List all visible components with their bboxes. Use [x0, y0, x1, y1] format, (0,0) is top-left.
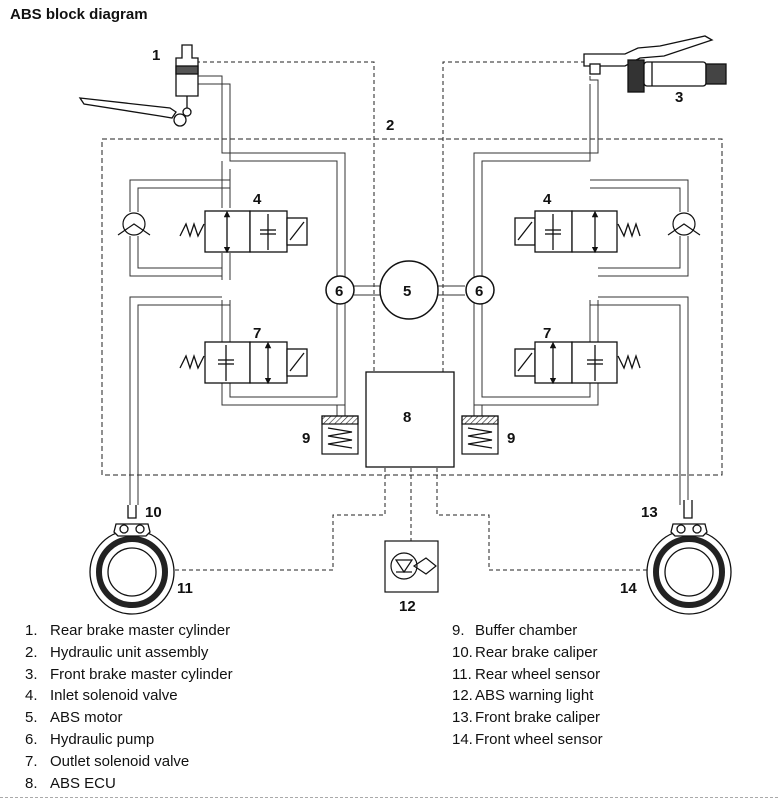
callout-8: 8 [403, 409, 411, 426]
callout-7-right: 7 [543, 325, 551, 342]
check-valve-left [117, 212, 151, 236]
callout-14: 14 [620, 580, 637, 597]
abs-motor [379, 260, 439, 320]
callout-6-right: 6 [475, 283, 483, 300]
callout-6-left: 6 [335, 283, 343, 300]
callout-13: 13 [641, 504, 658, 521]
outlet-solenoid-valve-right [514, 341, 641, 385]
callout-9-left: 9 [302, 430, 310, 447]
callout-4-right: 4 [543, 191, 552, 208]
check-valve-right [667, 212, 701, 236]
abs-ecu [365, 371, 455, 468]
legend-item: 8.ABS ECU [25, 774, 116, 792]
front-wheel-assembly [646, 500, 732, 615]
callout-12: 12 [399, 598, 416, 615]
inlet-solenoid-valve-right [514, 210, 641, 254]
legend-item: 7.Outlet solenoid valve [25, 752, 190, 770]
abs-warning-light [384, 540, 439, 593]
legend-item: 10.Rear brake caliper [452, 643, 598, 661]
legend-item: 2.Hydraulic unit assembly [25, 643, 209, 661]
legend-item: 4.Inlet solenoid valve [25, 687, 178, 705]
rear-wheel-assembly [89, 505, 175, 615]
legend-item: 9.Buffer chamber [452, 622, 578, 639]
hydraulic-unit-boundary [101, 138, 723, 476]
electrical-wiring [155, 61, 665, 571]
legend-item: 14.Front wheel sensor [452, 730, 603, 748]
outlet-solenoid-valve-left [179, 341, 308, 385]
page-title: ABS block diagram [10, 6, 148, 23]
legend-item: 12.ABS warning light [452, 687, 594, 705]
callout-7-left: 7 [253, 325, 261, 342]
abs-block-diagram: 1 2 3 4 4 5 6 6 7 7 8 9 9 10 11 12 13 14 [78, 35, 732, 615]
callout-10: 10 [145, 504, 162, 521]
legend-item: 1.Rear brake master cylinder [25, 622, 231, 639]
hydraulic-pump-left [325, 275, 355, 305]
legend-left: 1.Rear brake master cylinder 2.Hydraulic… [25, 620, 233, 794]
legend-item: 11.Rear wheel sensor [452, 665, 601, 683]
legend-right: 9.Buffer chamber 10.Rear brake caliper 1… [452, 620, 603, 751]
callout-5: 5 [403, 283, 411, 300]
callout-2: 2 [386, 117, 394, 134]
legend-item: 13.Front brake caliper [452, 709, 601, 727]
buffer-chamber-right [461, 415, 499, 455]
legend-item: 5.ABS motor [25, 709, 123, 727]
callout-11: 11 [177, 580, 193, 597]
legend-item: 3.Front brake master cylinder [25, 665, 233, 683]
callout-9-right: 9 [507, 430, 515, 447]
buffer-chamber-left [321, 415, 359, 455]
rear-brake-master-cylinder [78, 44, 199, 127]
callout-3: 3 [675, 89, 683, 106]
front-brake-master-cylinder [583, 35, 727, 93]
inlet-solenoid-valve-left [179, 210, 308, 254]
hydraulic-pump-right [465, 275, 495, 305]
callout-4-left: 4 [253, 191, 262, 208]
legend-item: 6.Hydraulic pump [25, 730, 155, 748]
callout-1: 1 [152, 47, 160, 64]
bottom-divider [0, 797, 778, 798]
